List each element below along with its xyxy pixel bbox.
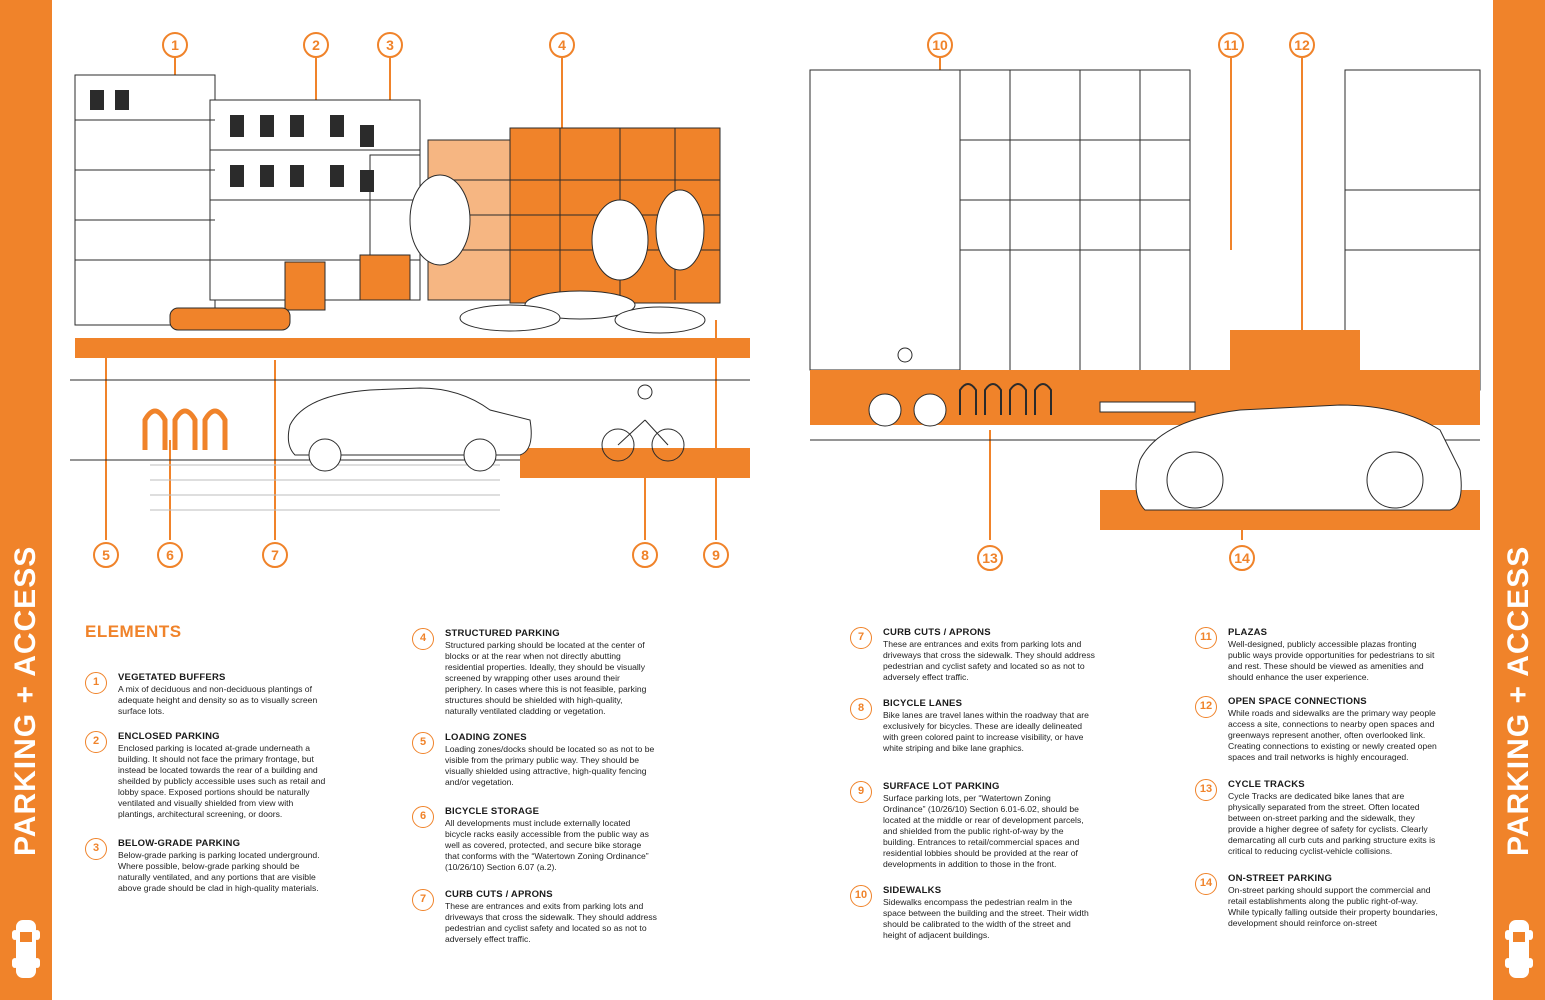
element-number-badge: 7 <box>412 889 434 911</box>
element-heading: ON-STREET PARKING <box>1228 873 1333 884</box>
element-heading: STRUCTURED PARKING <box>445 628 560 639</box>
callout-10: 10 <box>927 32 953 58</box>
callout-4: 4 <box>549 32 575 58</box>
element-heading: CURB CUTS / APRONS <box>883 627 991 638</box>
element-heading: CURB CUTS / APRONS <box>445 889 553 900</box>
callout-5: 5 <box>93 542 119 568</box>
element-number-badge: 9 <box>850 781 872 803</box>
element-description: While roads and sidewalks are the primar… <box>1228 708 1437 762</box>
element-heading: OPEN SPACE CONNECTIONS <box>1228 696 1367 707</box>
car-icon <box>1505 920 1533 978</box>
element-heading: LOADING ZONES <box>445 732 527 743</box>
left-side-band: PARKING + ACCESS <box>0 0 52 1000</box>
side-title-right: PARKING + ACCESS <box>1502 545 1535 856</box>
element-number-badge: 5 <box>412 732 434 754</box>
element-number-badge: 13 <box>1195 779 1217 801</box>
element-description: Bike lanes are travel lanes within the r… <box>883 710 1089 753</box>
element-description: Enclosed parking is located at-grade und… <box>118 743 326 819</box>
element-heading: CYCLE TRACKS <box>1228 779 1305 790</box>
element-description: Structured parking should be located at … <box>445 640 647 716</box>
element-number-badge: 6 <box>412 806 434 828</box>
element-heading: SURFACE LOT PARKING <box>883 781 1000 792</box>
callout-11: 11 <box>1218 32 1244 58</box>
streetscape-left-svg <box>70 58 750 540</box>
element-description: Well-designed, publicly accessible plaza… <box>1228 639 1435 682</box>
streetscape-right-svg <box>809 58 1481 540</box>
streetscape-illustration-right: 10 11 12 13 14 <box>800 0 1485 600</box>
element-heading: SIDEWALKS <box>883 885 942 896</box>
callout-8: 8 <box>632 542 658 568</box>
element-description: These are entrances and exits from parki… <box>445 901 657 944</box>
element-number-badge: 4 <box>412 628 434 650</box>
element-heading: ENCLOSED PARKING <box>118 731 220 742</box>
callout-12: 12 <box>1289 32 1315 58</box>
element-description: Sidewalks encompass the pedestrian realm… <box>883 897 1089 940</box>
element-number-badge: 11 <box>1195 627 1217 649</box>
element-number-badge: 12 <box>1195 696 1217 718</box>
callout-2: 2 <box>303 32 329 58</box>
element-description: Loading zones/docks should be located so… <box>445 744 655 787</box>
element-description: Surface parking lots, per “Watertown Zon… <box>883 793 1084 869</box>
right-side-band: PARKING + ACCESS <box>1493 0 1545 1000</box>
callout-6: 6 <box>157 542 183 568</box>
element-description: Cycle Tracks are dedicated bike lanes th… <box>1228 791 1436 856</box>
element-description: These are entrances and exits from parki… <box>883 639 1095 682</box>
car-icon <box>12 920 40 978</box>
element-description: Below-grade parking is parking located u… <box>118 850 320 893</box>
callout-7: 7 <box>262 542 288 568</box>
callout-1: 1 <box>162 32 188 58</box>
element-number-badge: 8 <box>850 698 872 720</box>
element-heading: BICYCLE STORAGE <box>445 806 540 817</box>
element-heading: BICYCLE LANES <box>883 698 963 709</box>
callout-13: 13 <box>977 545 1003 571</box>
element-description: A mix of deciduous and non-deciduous pla… <box>118 684 318 716</box>
element-number-badge: 1 <box>85 672 107 694</box>
element-description: On-street parking should support the com… <box>1228 885 1438 928</box>
callout-3: 3 <box>377 32 403 58</box>
element-heading: PLAZAS <box>1228 627 1268 638</box>
element-number-badge: 3 <box>85 838 107 860</box>
element-number-badge: 10 <box>850 885 872 907</box>
elements-heading: ELEMENTS <box>85 622 182 641</box>
callout-14: 14 <box>1229 545 1255 571</box>
streetscape-illustration-left: 1 2 3 4 5 6 7 8 9 <box>60 0 750 600</box>
element-number-badge: 7 <box>850 627 872 649</box>
element-number-badge: 14 <box>1195 873 1217 895</box>
element-heading: BELOW-GRADE PARKING <box>118 838 241 849</box>
side-title-left: PARKING + ACCESS <box>9 545 42 856</box>
callout-9: 9 <box>703 542 729 568</box>
element-heading: VEGETATED BUFFERS <box>118 672 226 683</box>
element-description: All developments must include externally… <box>445 818 649 872</box>
element-number-badge: 2 <box>85 731 107 753</box>
